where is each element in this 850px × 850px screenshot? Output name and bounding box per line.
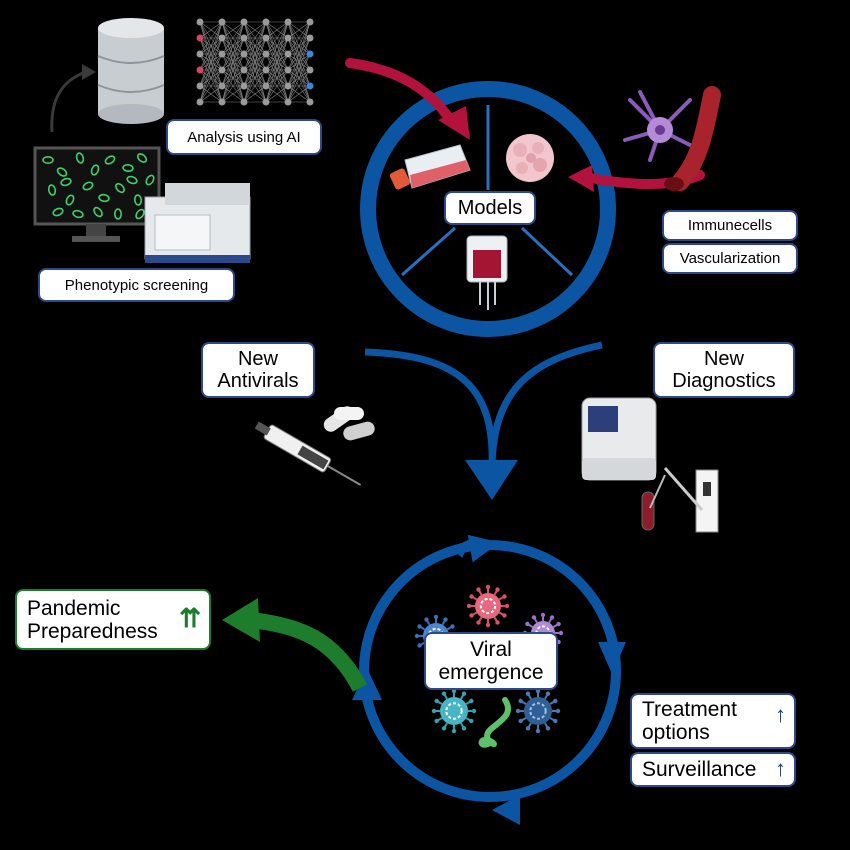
immune-cell-icon (623, 90, 702, 162)
red-arrow-ai-to-models (345, 58, 470, 140)
immunecells-label: Immunecells (662, 210, 798, 241)
up-arrow-icon: ↑ (775, 702, 786, 727)
surveillance-text: Surveillance (642, 758, 757, 781)
pcr-machine-icon (581, 397, 657, 481)
virus-teal-icon (431, 688, 477, 734)
virus-grid-icon (515, 688, 561, 734)
analysis-label: Analysis using AI (166, 119, 322, 155)
phenotypic-screening-label: Phenotypic screening (38, 268, 235, 302)
up-arrow-icon: ↑ (775, 756, 786, 781)
bioreactor-bag-icon (466, 235, 508, 310)
models-ring (360, 81, 616, 337)
organoid-icon (506, 134, 554, 182)
viral-cycle-ring (352, 534, 626, 825)
database-icon (97, 18, 165, 124)
filovirus-icon (478, 697, 511, 748)
cell-culture-flask-icon (389, 144, 471, 190)
syringe-icon (254, 421, 362, 486)
test-tube-icon (641, 491, 655, 531)
screening-instrument-icon (144, 183, 251, 263)
treatment-options-text: Treatment options (642, 698, 737, 744)
microscopy-monitor-icon (33, 146, 161, 242)
blue-arrow-models-to-cycle (364, 341, 603, 500)
treatment-options-label: Treatment options ↑ (630, 693, 796, 749)
new-antivirals-label: New Antivirals (201, 342, 315, 398)
pills-icon (323, 406, 375, 441)
swab-test-icon (649, 467, 719, 533)
viral-emergence-label: Viral emergence (424, 632, 558, 690)
pandemic-preparedness-text: Pandemic Preparedness (27, 596, 158, 643)
surveillance-label: Surveillance ↑ (630, 752, 796, 787)
green-arrow-to-preparedness (222, 598, 368, 692)
double-up-arrow-icon: ⇈ (179, 603, 201, 633)
vascularization-label: Vascularization (662, 243, 798, 274)
arrow-monitor-to-database-icon (50, 64, 96, 133)
pandemic-preparedness-label: Pandemic Preparedness ⇈ (15, 589, 211, 650)
virus-red-icon (466, 584, 510, 628)
neural-network-icon (196, 18, 314, 106)
models-label: Models (444, 191, 536, 225)
blood-vessel-icon (664, 86, 721, 191)
new-diagnostics-label: New Diagnostics (653, 342, 795, 398)
